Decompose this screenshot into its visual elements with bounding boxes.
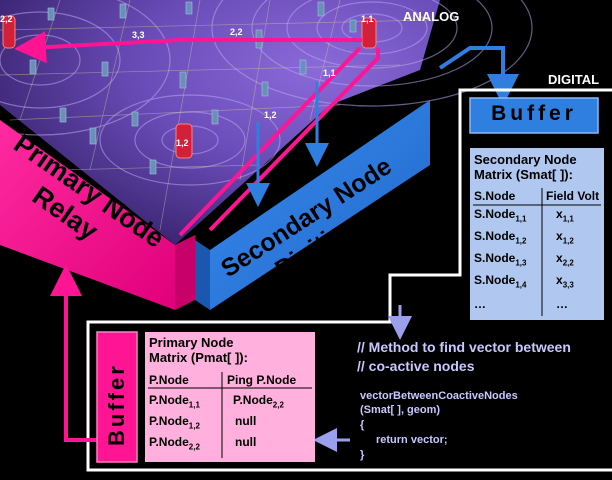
primary-row-node: P.Node1,2 (149, 414, 200, 431)
secondary-row-value: x1,1 (556, 207, 574, 224)
code-signature-2: (Smat[ ], geom) (360, 404, 441, 416)
digital-region-border (86, 88, 612, 472)
primary-node-matrix: Primary Node Matrix (Pmat[ ]): P.Node Pi… (149, 335, 313, 459)
primary-node-relay-block (0, 120, 195, 310)
secondary-col-snode: S.Node (474, 189, 516, 203)
primary-row-node: P.Node2,2 (149, 435, 200, 452)
analog-label: ANALOG (403, 9, 460, 24)
primary-col-ping: Ping P.Node (227, 373, 297, 387)
node-label-1-2-red: 1,2 (176, 138, 189, 148)
secondary-buffer-label: Buffer (491, 102, 577, 125)
code-comment-2: // co-active nodes (357, 358, 475, 374)
code-signature-1: vectorBetweenCoactiveNodes (360, 390, 518, 402)
secondary-row-node: S.Node1,1 (474, 207, 527, 224)
secondary-col-fieldvolt: Field Volt (546, 189, 600, 203)
analog-field-surface (0, 0, 533, 245)
node-label-3-3: 3,3 (132, 30, 145, 40)
secondary-matrix-box (470, 148, 604, 320)
secondary-ellipsis-node: … (474, 297, 486, 311)
secondary-node-matrix: Secondary Node Matrix (Smat[ ]): S.Node … (474, 152, 602, 318)
primary-col-pnode: P.Node (149, 373, 189, 387)
digital-label: DIGITAL (548, 72, 600, 87)
return-path-arrow (50, 264, 100, 442)
primary-matrix-box (145, 332, 315, 462)
secondary-row-node: S.Node1,4 (474, 273, 527, 290)
method-arrows (313, 305, 412, 452)
to-buffer-arrow (438, 46, 519, 106)
node-label-2-2-left: 2,2 (0, 14, 13, 24)
secondary-matrix-title-2: Matrix (Smat[ ]): (474, 167, 573, 182)
secondary-matrix-title-1: Secondary Node (474, 152, 577, 167)
code-close-brace: } (360, 449, 365, 461)
primary-row-node: P.Node1,1 (149, 393, 200, 410)
primary-matrix-title-2: Matrix (Pmat[ ]): (149, 350, 248, 365)
node-label-2-2-top: 2,2 (230, 27, 243, 37)
code-open-brace: { (360, 419, 365, 431)
primary-matrix-title-1: Primary Node (149, 335, 234, 350)
node-label-1-1-mid: 1,1 (323, 68, 336, 78)
secondary-node-digitizer-block (195, 100, 430, 310)
secondary-row-value: x1,2 (556, 229, 574, 246)
secondary-row-node: S.Node1,2 (474, 229, 527, 246)
code-return: return vector; (376, 434, 448, 446)
secondary-row-node: S.Node1,3 (474, 251, 527, 268)
primary-row-ping: null (235, 414, 257, 428)
secondary-ellipsis-val: … (556, 297, 568, 311)
primary-row-ping: null (235, 435, 257, 449)
secondary-buffer-box (469, 97, 599, 134)
primary-buffer-box (96, 331, 138, 463)
secondary-row-value: x2,2 (556, 251, 574, 268)
primary-buffer-label: Buffer (104, 363, 129, 446)
node-label-1-2-mid: 1,2 (264, 110, 277, 120)
relay-path-arrows (14, 31, 380, 237)
primary-row-ping: P.Node2,2 (233, 393, 284, 410)
secondary-row-value: x3,3 (556, 273, 574, 290)
node-label-1-1-top: 1,1 (361, 14, 374, 24)
code-comment-1: // Method to find vector between (357, 339, 571, 355)
digitizer-arrows (246, 82, 329, 207)
